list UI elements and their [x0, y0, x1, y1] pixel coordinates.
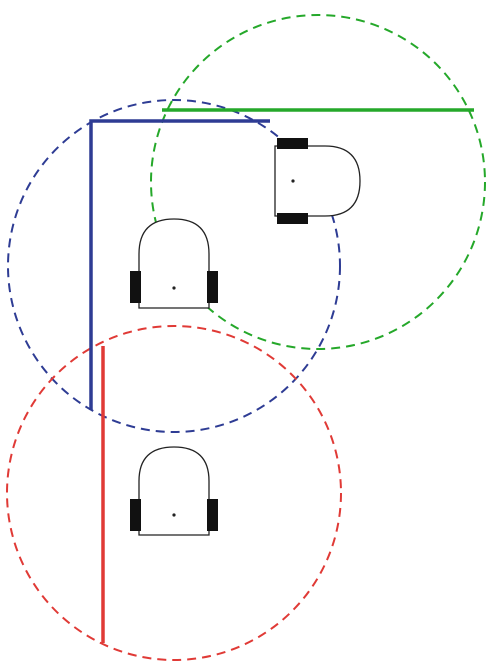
robot-center-dot [172, 286, 176, 290]
robot-wheel-right [207, 499, 218, 531]
robot-center-dot [291, 179, 295, 183]
sensor-range-circle-blue [7, 99, 341, 433]
robot-middle [130, 218, 218, 309]
robot-wheel-left [130, 271, 141, 303]
robot-center-dot [172, 513, 176, 517]
robot-wheel-bottom [277, 213, 308, 224]
robot-wheel-right [207, 271, 218, 303]
wall-blue-corner [89, 119, 270, 410]
robot-chassis [274, 145, 361, 217]
sensor-range-circle-green [150, 14, 486, 350]
robot-top-right [274, 138, 361, 224]
robot-chassis [138, 218, 210, 309]
robot-wheel-left [130, 499, 141, 531]
robot-chassis [138, 446, 210, 536]
sensor-range-circle-red [6, 325, 342, 661]
robot-wheel-top [277, 138, 308, 149]
robot-bottom [130, 446, 218, 536]
